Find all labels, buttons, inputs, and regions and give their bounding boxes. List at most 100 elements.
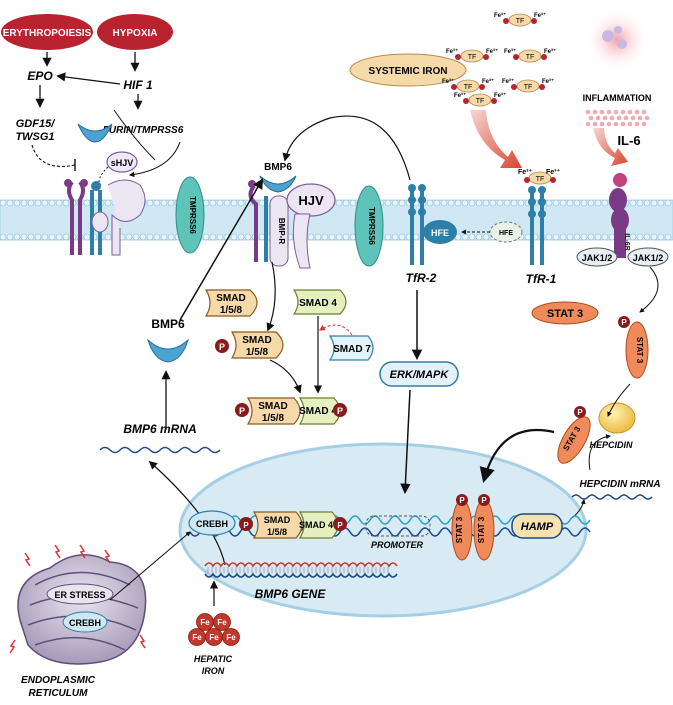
svg-text:Fe³⁺: Fe³⁺ bbox=[542, 78, 554, 85]
svg-text:Fe³⁺: Fe³⁺ bbox=[494, 92, 506, 99]
iron-atom: Fe bbox=[188, 628, 206, 646]
svg-text:Fe: Fe bbox=[209, 633, 219, 642]
smad4-free: SMAD 4 bbox=[292, 289, 347, 315]
hamp-gene: HAMP bbox=[511, 513, 563, 539]
hepcidin-label: HEPCIDIN bbox=[589, 440, 633, 450]
jak-right-label: JAK1/2 bbox=[633, 253, 664, 263]
svg-text:P: P bbox=[621, 318, 627, 327]
erythropoiesis-node: ERYTHROPOIESIS bbox=[1, 14, 93, 50]
tmprss6-left-label: TMPRSS6 bbox=[188, 196, 197, 234]
svg-text:P: P bbox=[219, 342, 225, 352]
promoter-label: PROMOTER bbox=[371, 540, 424, 550]
erk-mapk-label: ERK/MAPK bbox=[390, 369, 450, 381]
il6-receptor: IL-6R bbox=[609, 173, 630, 258]
er-label-line2: RETICULUM bbox=[29, 688, 89, 699]
svg-text:Fe: Fe bbox=[192, 633, 202, 642]
svg-text:Fe³⁺: Fe³⁺ bbox=[482, 78, 494, 85]
tfr2-label: TfR-2 bbox=[406, 271, 437, 285]
tfr2-receptor: TfR-2 bbox=[406, 184, 437, 285]
svg-text:Fe³⁺: Fe³⁺ bbox=[442, 78, 454, 85]
svg-text:Fe³⁺: Fe³⁺ bbox=[534, 12, 546, 19]
stat3-phosphorylated-1: STAT 3 P bbox=[618, 316, 649, 379]
nucleus bbox=[178, 442, 588, 618]
smad-complex-cytoplasm: SMAD 1/5/8 SMAD 4 P P bbox=[235, 397, 347, 425]
svg-text:SMAD: SMAD bbox=[258, 401, 287, 412]
svg-text:STAT 3: STAT 3 bbox=[547, 308, 583, 320]
jak-left-label: JAK1/2 bbox=[582, 253, 613, 263]
svg-text:STAT 3: STAT 3 bbox=[455, 516, 464, 543]
hfe-solid: HFE bbox=[423, 220, 457, 244]
svg-text:SMAD: SMAD bbox=[264, 515, 291, 525]
bmp6-gene-label: BMP6 GENE bbox=[255, 587, 327, 601]
hfe-label: HFE bbox=[431, 228, 449, 238]
svg-text:Fe: Fe bbox=[200, 618, 210, 627]
promoter-region: PROMOTER bbox=[365, 515, 431, 550]
svg-text:Fe³⁺: Fe³⁺ bbox=[518, 168, 533, 176]
crebh-nuclear: CREBH bbox=[188, 510, 236, 536]
svg-text:P: P bbox=[481, 496, 487, 505]
svg-text:Fe³⁺: Fe³⁺ bbox=[446, 48, 458, 55]
hypoxia-node: HYPOXIA bbox=[97, 14, 173, 50]
svg-text:Fe³⁺: Fe³⁺ bbox=[454, 92, 466, 99]
svg-text:1/5/8: 1/5/8 bbox=[220, 305, 243, 316]
svg-text:TF: TF bbox=[464, 84, 473, 91]
er-label-line1: ENDOPLASMIC bbox=[21, 675, 96, 686]
smad158-free: SMAD 1/5/8 bbox=[204, 289, 258, 317]
iron-flow-arrow bbox=[470, 110, 522, 168]
bmp6-cytoplasm-label: BMP6 bbox=[151, 317, 185, 331]
bmpr-label: BMP-R bbox=[277, 218, 286, 244]
il6-dots bbox=[585, 109, 650, 127]
svg-text:P: P bbox=[577, 408, 583, 417]
svg-text:TF: TF bbox=[516, 18, 525, 25]
svg-text:P: P bbox=[243, 521, 249, 530]
svg-text:TF: TF bbox=[526, 54, 535, 61]
hfe-dashed-label: HFE bbox=[499, 230, 513, 237]
iron-atom: Fe bbox=[213, 613, 231, 631]
iron-atom: Fe bbox=[222, 628, 240, 646]
svg-text:STAT 3: STAT 3 bbox=[635, 337, 644, 364]
svg-text:SMAD 4: SMAD 4 bbox=[299, 298, 337, 309]
smad7: SMAD 7 bbox=[328, 335, 374, 361]
gdf15-label: GDF15/ bbox=[16, 118, 56, 130]
svg-text:Fe: Fe bbox=[226, 633, 236, 642]
svg-text:Fe³⁺: Fe³⁺ bbox=[504, 48, 516, 55]
hjv-label: HJV bbox=[298, 193, 324, 208]
tmprss6-right-label: TMPRSS6 bbox=[367, 207, 376, 245]
svg-text:TF: TF bbox=[524, 84, 533, 91]
shjv-node: sHJV bbox=[106, 151, 138, 173]
erk-mapk-node: ERK/MAPK bbox=[379, 361, 459, 387]
tmprss6-right: TMPRSS6 bbox=[354, 185, 384, 267]
svg-text:SMAD: SMAD bbox=[242, 335, 271, 346]
bmp-receptor-complex: BMP6 BMP-R HJV bbox=[248, 162, 336, 269]
bmp6-receptor-label: BMP6 bbox=[264, 162, 292, 173]
er-stress-label: ER STRESS bbox=[54, 590, 105, 600]
svg-text:P: P bbox=[337, 521, 343, 530]
smad158-phosphorylated: SMAD 1/5/8 P bbox=[215, 331, 284, 359]
svg-text:1/5/8: 1/5/8 bbox=[246, 347, 269, 358]
svg-text:Fe: Fe bbox=[217, 618, 227, 627]
bmp6-mrna-label: BMP6 mRNA bbox=[123, 422, 196, 436]
il6r-label: IL-6R bbox=[623, 233, 630, 251]
stat3-phosphorylated-2: STAT 3 P bbox=[557, 406, 591, 464]
bmp6-gene-strand bbox=[204, 562, 398, 578]
iron-atom: Fe bbox=[205, 628, 223, 646]
transferrin-molecule: TF Fe³⁺ Fe³⁺ bbox=[442, 78, 494, 93]
svg-text:SMAD 4: SMAD 4 bbox=[299, 520, 333, 530]
tmprss6-left: TMPRSS6 bbox=[175, 176, 205, 254]
twsg1-label: TWSG1 bbox=[15, 131, 54, 143]
furin-protease bbox=[77, 123, 113, 143]
epo-label: EPO bbox=[27, 69, 53, 83]
iron-label: IRON bbox=[202, 666, 225, 676]
hepcidin-mrna-strand bbox=[571, 494, 653, 500]
svg-text:TF: TF bbox=[536, 176, 545, 183]
svg-text:Fe³⁺: Fe³⁺ bbox=[546, 168, 561, 176]
left-receptor-complex bbox=[64, 179, 146, 256]
